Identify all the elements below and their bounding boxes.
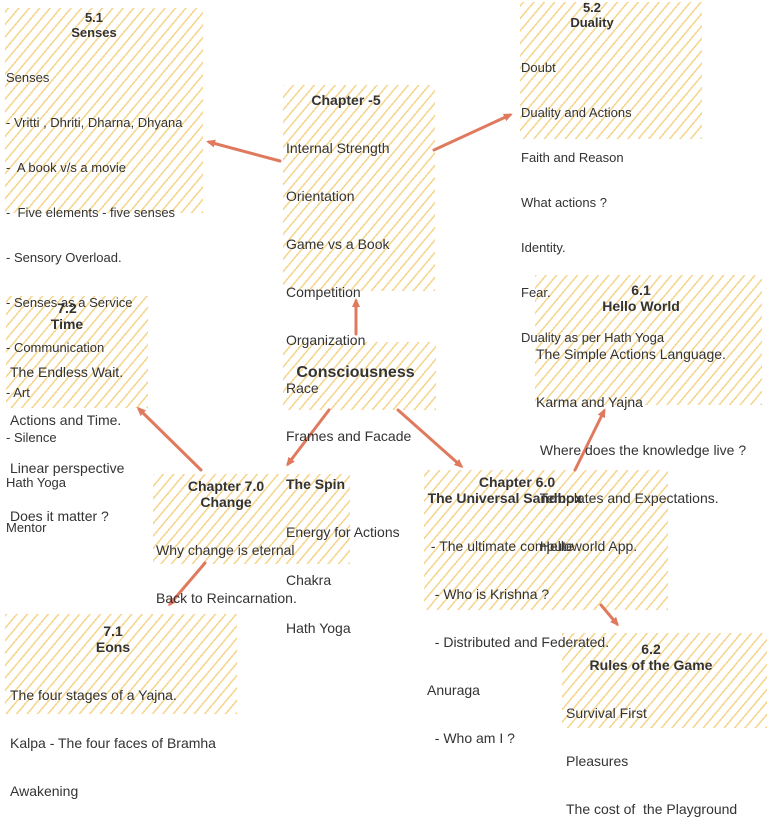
node-rules-bg — [562, 633, 767, 728]
eons-body: The four stages of a Yajna. Kalpa - The … — [10, 655, 216, 815]
senses-line: - Vritti , Dhriti, Dharna, Dhyana — [6, 115, 183, 130]
chapter5-line: Organization — [286, 332, 366, 348]
hello-world-line: The Simple Actions Language. — [536, 346, 726, 362]
sandbox-title: The Universal Sandbox — [427, 490, 583, 506]
change-number: Chapter 7.0 — [187, 478, 265, 494]
node-time-bg — [6, 296, 148, 408]
eons-title: Eons — [95, 639, 131, 655]
senses-line: - Senses as a Service — [6, 295, 133, 310]
time-line: Linear perspective — [10, 460, 125, 476]
duality-line: Doubt — [521, 60, 556, 75]
senses-line: - Silence — [6, 430, 57, 445]
chapter5-line: Race — [286, 380, 319, 396]
change-title: Change — [200, 494, 252, 510]
node-change-bg — [153, 474, 350, 564]
senses-line: Senses — [6, 70, 50, 85]
time-title: Time — [50, 316, 84, 332]
change-line: Back to Reincarnation. — [156, 590, 297, 606]
consciousness-title: Consciousness — [296, 364, 415, 381]
node-sandbox-bg — [424, 470, 668, 610]
rules-number: 6.2 — [641, 641, 661, 657]
hello-world-line: Templates and Expectations. — [536, 490, 719, 506]
sandbox-line: - Distributed and Federated. — [427, 634, 610, 650]
eons-number: 7.1 — [103, 623, 123, 639]
sandbox-number: Chapter 6.0 — [478, 474, 556, 490]
node-senses-bg — [5, 8, 203, 213]
duality-line: Duality as per Hath Yoga — [521, 330, 665, 345]
chapter5-line: Game vs a Book — [286, 236, 390, 252]
change-body: Why change is eternal Back to Reincarnat… — [156, 510, 297, 622]
node-eons-bg — [5, 614, 237, 714]
duality-number: 5.2 — [582, 0, 602, 15]
hello-world-title: Hello World — [602, 298, 680, 314]
duality-body: Doubt Duality and Actions Faith and Reas… — [521, 30, 664, 360]
node-chapter5-bg — [283, 85, 435, 291]
senses-line: Hath Yoga — [6, 475, 67, 490]
chapter5-line: Hath Yoga — [286, 620, 351, 636]
chapter5-line: Frames and Facade — [286, 428, 412, 444]
senses-line: - Five elements - five senses — [6, 205, 176, 220]
sandbox-line: Anuraga — [427, 682, 480, 698]
time-body: The Endless Wait. Actions and Time. Line… — [10, 332, 124, 540]
sandbox-line: - The ultimate compute — [427, 538, 574, 554]
duality-line: Identity. — [521, 240, 566, 255]
chapter5-line: Chakra — [286, 572, 332, 588]
arrow-chapter5-to-duality — [432, 113, 513, 152]
arrow-sandbox-to-hello-world — [573, 408, 606, 472]
rules-line: Pleasures — [566, 753, 629, 769]
duality-title: Duality — [570, 15, 614, 30]
time-line: Does it matter ? — [10, 508, 109, 524]
eons-line: Kalpa - The four faces of Bramha — [10, 735, 216, 751]
node-duality-bg — [520, 2, 702, 139]
chapter5-line: Energy for Actions — [286, 524, 400, 540]
arrow-sandbox-to-rules — [599, 603, 619, 627]
arrow-change-to-eons — [168, 561, 207, 607]
senses-line: Mentor — [6, 520, 47, 535]
sandbox-line: - Who is Krishna ? — [427, 586, 550, 602]
change-line: Why change is eternal — [156, 542, 295, 558]
senses-title: Senses — [71, 25, 117, 40]
chapter5-line: Competition — [286, 284, 361, 300]
senses-number: 5.1 — [84, 10, 104, 25]
sandbox-body: - The ultimate compute - Who is Krishna … — [427, 506, 609, 762]
arrow-chapter5-to-senses — [206, 139, 282, 163]
time-line: Actions and Time. — [10, 412, 122, 428]
hello-world-body: The Simple Actions Language. Karma and Y… — [536, 314, 746, 570]
duality-line: Faith and Reason — [521, 150, 624, 165]
arrow-consciousness-to-sandbox — [396, 408, 464, 468]
senses-line: - Sensory Overload. — [6, 250, 122, 265]
node-hello-world-bg — [535, 275, 762, 405]
duality-line: What actions ? — [521, 195, 607, 210]
rules-body: Survival First Pleasures The cost of the… — [566, 673, 737, 833]
rules-title: Rules of the Game — [589, 657, 713, 673]
eons-line: Awakening — [10, 783, 79, 799]
chapter5-title: Chapter -5 — [311, 92, 381, 108]
arrow-change-to-time — [136, 406, 203, 472]
chapter5-line: Orientation — [286, 188, 355, 204]
connector-arrows — [136, 113, 619, 627]
time-number: 7.2 — [57, 300, 77, 316]
hello-world-line: Karma and Yajna — [536, 394, 643, 410]
time-line: The Endless Wait. — [10, 364, 124, 380]
eons-line: The four stages of a Yajna. — [10, 687, 177, 703]
senses-body: Senses - Vritti , Dhriti, Dharna, Dhyana… — [6, 40, 183, 550]
hello-world-number: 6.1 — [631, 282, 651, 298]
senses-line: - Communication — [6, 340, 105, 355]
duality-line: Duality and Actions — [521, 105, 632, 120]
duality-line: Fear. — [521, 285, 551, 300]
chapter5-body: Internal Strength Orientation Game vs a … — [286, 108, 411, 652]
senses-line: - Art — [6, 385, 30, 400]
chapter5-line: Internal Strength — [286, 140, 390, 156]
chapter5-bold-line: The Spin — [286, 476, 346, 492]
hello-world-line: Helloworld App. — [536, 538, 638, 554]
arrow-consciousness-to-change — [286, 408, 331, 467]
senses-line: - A book v/s a movie — [6, 160, 126, 175]
rules-line: Survival First — [566, 705, 647, 721]
hello-world-line: Where does the knowledge live ? — [536, 442, 747, 458]
node-consciousness-bg — [283, 342, 436, 410]
rules-line: The cost of the Playground — [566, 801, 738, 817]
